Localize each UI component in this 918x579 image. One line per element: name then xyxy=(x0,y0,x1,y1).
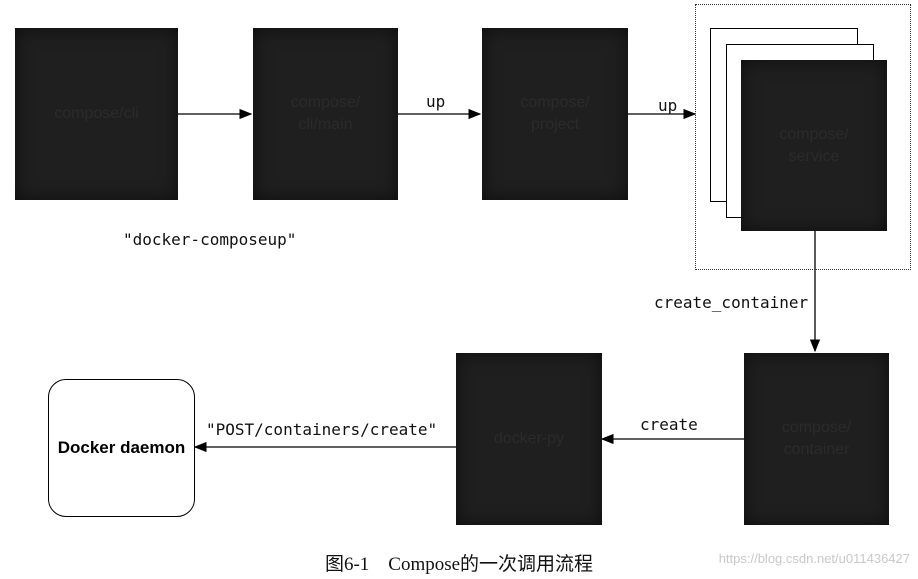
compose-cli-node: compose/cli xyxy=(15,28,178,200)
docker-py-label: docker-py xyxy=(493,430,565,447)
edge-label-create: create xyxy=(640,415,698,434)
compose-cli-label: compose/cli xyxy=(54,105,139,122)
docker-daemon-label: Docker daemon xyxy=(57,438,186,457)
watermark: https://blog.csdn.net/u011436427 xyxy=(718,551,910,566)
compose-cli-main-node: compose/ cli/main xyxy=(253,28,398,200)
edge-label-create-container: create_container xyxy=(654,293,809,312)
edge-label-up-2: up xyxy=(658,96,678,115)
compose-project-label: compose/ project xyxy=(520,94,590,133)
figure-caption: 图6-1 Compose的一次调用流程 xyxy=(324,554,594,575)
compose-service-label: compose/ service xyxy=(779,125,849,165)
compose-service-node: compose/ service xyxy=(741,60,887,231)
compose-project-node: compose/ project xyxy=(482,28,628,200)
compose-container-node: compose/ container xyxy=(744,353,889,525)
compose-cli-main-label: compose/ cli/main xyxy=(290,94,361,133)
compose-container-label: compose/ container xyxy=(781,419,852,458)
command-label: "docker-composeup" xyxy=(123,230,297,249)
docker-py-node: docker-py xyxy=(456,353,602,525)
docker-daemon-node: Docker daemon xyxy=(48,379,195,517)
service-group-frame xyxy=(695,4,911,270)
edge-label-post-create: "POST/containers/create" xyxy=(206,420,438,439)
edge-label-up-1: up xyxy=(426,92,446,111)
